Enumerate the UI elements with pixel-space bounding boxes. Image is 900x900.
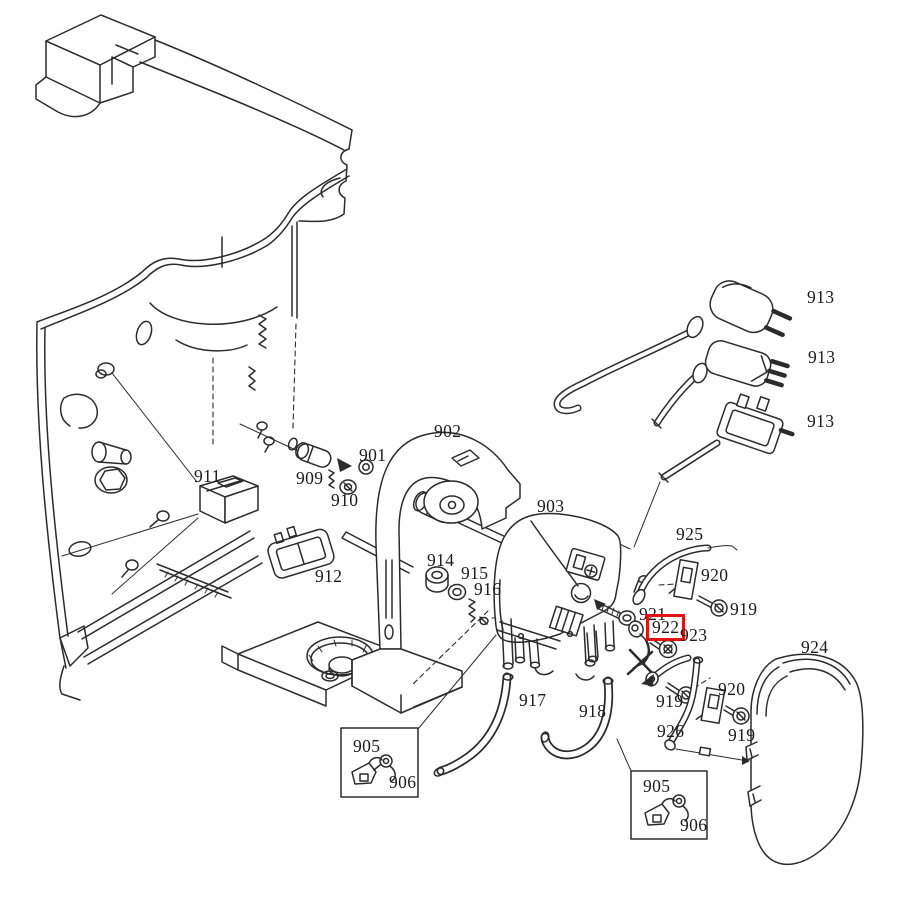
roller-909	[287, 437, 332, 468]
panel-924	[745, 653, 864, 866]
screw-919-upper	[696, 595, 728, 617]
part-label-924: 924	[801, 637, 829, 657]
part-label-925: 925	[676, 524, 704, 544]
part-label-913-1: 913	[807, 287, 835, 307]
part-label-919-2: 919	[656, 691, 684, 711]
part-label-910: 910	[331, 490, 359, 510]
inset-box-2	[616, 738, 708, 840]
part-label-912: 912	[315, 566, 343, 586]
power-cord-1	[553, 280, 793, 415]
part-label-903: 903	[537, 496, 565, 516]
chassis-rails	[77, 530, 414, 665]
part-label-906-1: 906	[389, 772, 417, 792]
connector-911	[61, 475, 259, 595]
inset-box-1	[340, 634, 497, 798]
part-label-916: 916	[474, 579, 502, 599]
washer-915	[447, 583, 467, 601]
part-label-915: 915	[461, 563, 489, 583]
part-label-905-2: 905	[643, 776, 671, 796]
part-label-906-2: 906	[680, 815, 708, 835]
part-label-911: 911	[194, 466, 221, 486]
clip-920-upper	[668, 558, 699, 601]
nut-914	[425, 566, 449, 593]
screw-910	[328, 469, 357, 495]
part-label-919-1: 919	[730, 599, 758, 619]
part-label-923: 923	[680, 625, 708, 645]
part-label-901: 901	[359, 445, 387, 465]
part-label-919-3: 919	[728, 725, 756, 745]
part-label-909: 909	[296, 468, 324, 488]
pump-pipes	[501, 618, 616, 681]
assembly-926	[664, 656, 750, 765]
bracket-902	[351, 431, 521, 714]
chassis-body	[35, 14, 353, 701]
switch-912	[267, 525, 335, 579]
screw-919-lower	[723, 705, 750, 725]
part-label-914: 914	[427, 550, 455, 570]
part-label-922: 922	[646, 614, 686, 642]
part-label-920-1: 920	[701, 565, 729, 585]
nut-901	[358, 459, 374, 475]
part-label-913-3: 913	[807, 411, 835, 431]
power-cord-2	[651, 340, 790, 429]
part-label-902: 902	[434, 421, 462, 441]
hose-917	[433, 672, 514, 777]
part-label-920-2: 920	[718, 679, 746, 699]
part-label-918: 918	[579, 701, 607, 721]
lug-middle	[641, 654, 692, 687]
wire-925	[632, 544, 738, 606]
arrow-icon	[337, 458, 352, 472]
part-label-913-2: 913	[808, 347, 836, 367]
pump-terminal-screw	[594, 599, 636, 626]
pump-903	[493, 512, 649, 650]
part-label-926: 926	[657, 721, 685, 741]
part-label-905-1: 905	[353, 736, 381, 756]
part-label-917: 917	[519, 690, 547, 710]
leader-916-axis	[411, 610, 489, 686]
hose-918	[540, 676, 614, 760]
power-cord-3	[658, 393, 795, 483]
